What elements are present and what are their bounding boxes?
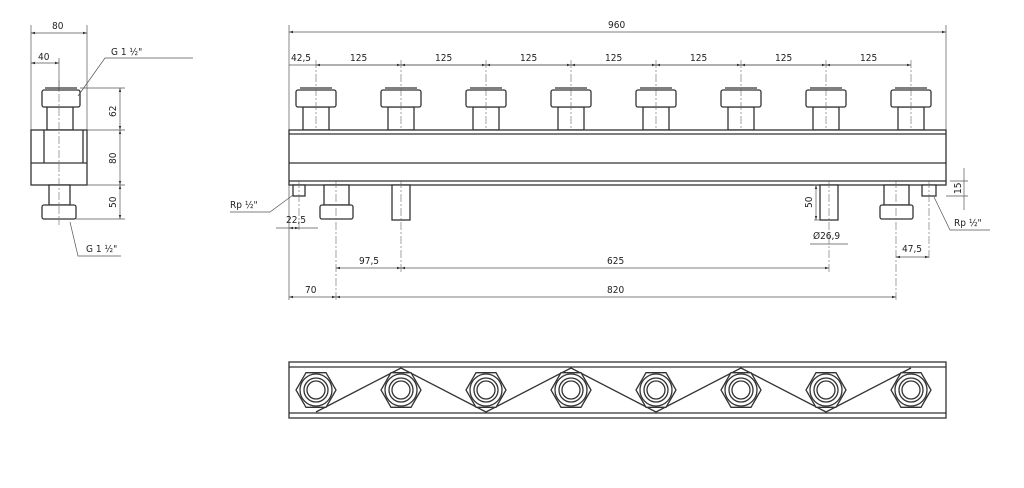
front-view: 960 42,5 125 125 125 125 125 125 125 22,5 Rp ½… — [230, 20, 990, 300]
dim-side-top: 62 — [108, 106, 119, 117]
dim-stub-diameter: Ø26,9 — [813, 230, 840, 242]
outlet-hex-nut — [465, 372, 507, 408]
dim-spacing: 125 — [690, 53, 707, 64]
dim-spacing: 125 — [435, 53, 452, 64]
outlet-hex-nut — [295, 372, 337, 408]
dim-first-offset: 42,5 — [291, 53, 311, 64]
outlet-hex-nut — [805, 372, 847, 408]
side-view: 80 40 62 80 50 G 1 ½" G 1 ½" — [30, 21, 193, 257]
outlet-hex-nut — [380, 372, 422, 408]
dim-socket-left-offset: 22,5 — [286, 215, 306, 226]
dim-side-half: 40 — [38, 52, 50, 63]
outlet-hex-nut — [720, 372, 762, 408]
outlet-fitting — [465, 60, 507, 138]
outlet-fitting — [550, 60, 592, 138]
outlet-fitting — [295, 60, 337, 138]
dim-side-body: 80 — [108, 152, 119, 164]
dim-spacing: 125 — [775, 53, 792, 64]
dim-socket-height: 15 — [953, 183, 964, 194]
dim-side-width: 80 — [52, 21, 64, 32]
outlet-hex-nut — [635, 372, 677, 408]
dim-socket-right-offset: 47,5 — [902, 244, 922, 255]
dim-820: 820 — [607, 285, 624, 296]
outlet-fitting — [890, 60, 932, 138]
dim-stub-length: 50 — [804, 196, 815, 208]
outlet-fitting — [805, 60, 847, 138]
dim-spacing: 125 — [605, 53, 622, 64]
outlet-hex-nut — [890, 372, 932, 408]
dim-spacing: 125 — [350, 53, 367, 64]
socket-left-label: Rp ½" — [230, 199, 258, 211]
dim-side-bottom: 50 — [108, 196, 119, 208]
thread-label-top: G 1 ½" — [111, 46, 142, 58]
socket-right-label: Rp ½" — [954, 217, 982, 229]
dim-625: 625 — [607, 256, 624, 267]
outlet-fitting — [720, 60, 762, 138]
dim-overall-length: 960 — [608, 20, 625, 31]
dim-97-5: 97,5 — [359, 256, 379, 267]
outlet-hex-nut — [550, 372, 592, 408]
thread-label-bottom: G 1 ½" — [86, 243, 117, 255]
dim-spacing: 125 — [860, 53, 877, 64]
plan-view — [288, 361, 947, 419]
outlet-fitting — [380, 60, 422, 138]
dim-spacing: 125 — [520, 53, 537, 64]
outlet-fitting — [635, 60, 677, 138]
dim-70: 70 — [305, 285, 317, 296]
